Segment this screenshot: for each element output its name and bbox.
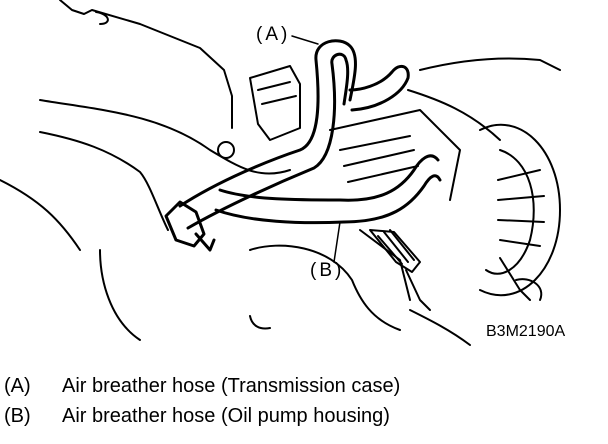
hose-clamp (369, 229, 431, 311)
legend-item-a: (A) Air breather hose (Transmission case) (4, 374, 604, 398)
callout-b: (B) (310, 260, 344, 281)
mount-bracket (249, 65, 301, 141)
hose-b (214, 154, 442, 225)
wire-connector (59, 0, 235, 159)
callout-a: (A) (256, 24, 290, 45)
legend-item-b: (B) Air breather hose (Oil pump housing) (4, 404, 604, 428)
ribbed-housing (329, 109, 461, 301)
hose-fitting (164, 200, 216, 252)
legend-key-b: (B) (4, 405, 31, 427)
hose-a (178, 39, 410, 230)
alternator (479, 123, 561, 301)
engine-body-outline (0, 57, 561, 346)
legend-text-b: Air breather hose (Oil pump housing) (62, 405, 390, 427)
leader-lines (291, 35, 341, 263)
figure-id: B3M2190A (486, 323, 565, 340)
legend-text-a: Air breather hose (Transmission case) (62, 375, 401, 397)
legend-key-a: (A) (4, 375, 31, 397)
